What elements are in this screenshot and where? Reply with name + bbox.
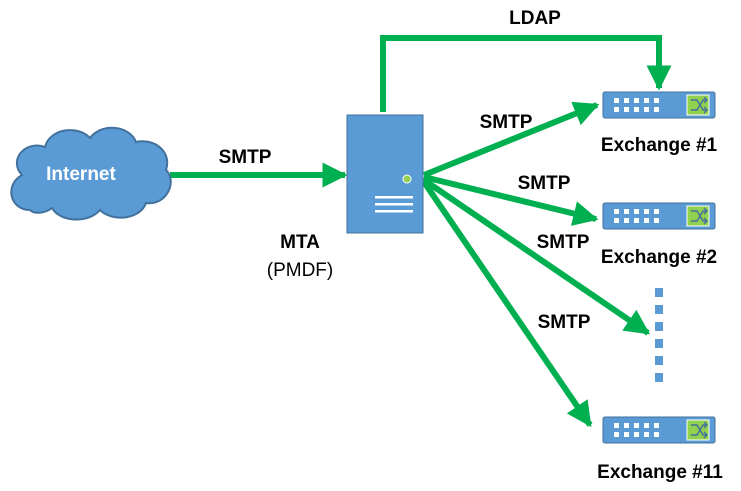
- mta-label: MTA: [280, 232, 320, 253]
- exchange-11-switch: [602, 416, 716, 444]
- ellipsis-dots-icon: [655, 288, 663, 382]
- exchange-1-smtp-edge-label: SMTP: [480, 112, 533, 133]
- ldap-edge-label: LDAP: [509, 8, 561, 29]
- cloud-icon: [10, 126, 172, 221]
- mta-server: [346, 114, 424, 234]
- exchange-11-smtp-edge-label: SMTP: [538, 312, 591, 333]
- exchange-2-switch: [602, 202, 716, 230]
- ellipsis-smtp-edge-label: SMTP: [537, 232, 590, 253]
- switch-icon: [602, 202, 716, 230]
- server-slot-line: [375, 196, 413, 199]
- exchange-11-label: Exchange #11: [597, 462, 723, 483]
- server-slot-line: [375, 203, 413, 206]
- connectors: [170, 35, 672, 428]
- server-slot-line: [375, 210, 413, 213]
- mta-sublabel: (PMDF): [267, 260, 333, 281]
- internet-cloud: Internet: [10, 126, 172, 221]
- switch-icon: [602, 416, 716, 444]
- internet-label: Internet: [46, 164, 116, 185]
- ldap-connector: [380, 35, 672, 112]
- internet-smtp-edge-label: SMTP: [219, 147, 272, 168]
- switch-icon: [602, 91, 716, 119]
- mta-to-exchange-11-connector: [421, 180, 593, 428]
- exchange-1-label: Exchange #1: [601, 135, 718, 156]
- mta-to-exchange-1-connector: [422, 101, 600, 178]
- exchange-2-label: Exchange #2: [601, 247, 717, 268]
- mta-to-ellipsis-connector: [422, 177, 651, 336]
- exchange-1-switch: [602, 91, 716, 119]
- server-led-icon: [402, 174, 412, 184]
- exchange-2-smtp-edge-label: SMTP: [518, 173, 571, 194]
- server-icon: [346, 114, 424, 234]
- mta-to-exchange-2-connector: [423, 174, 599, 226]
